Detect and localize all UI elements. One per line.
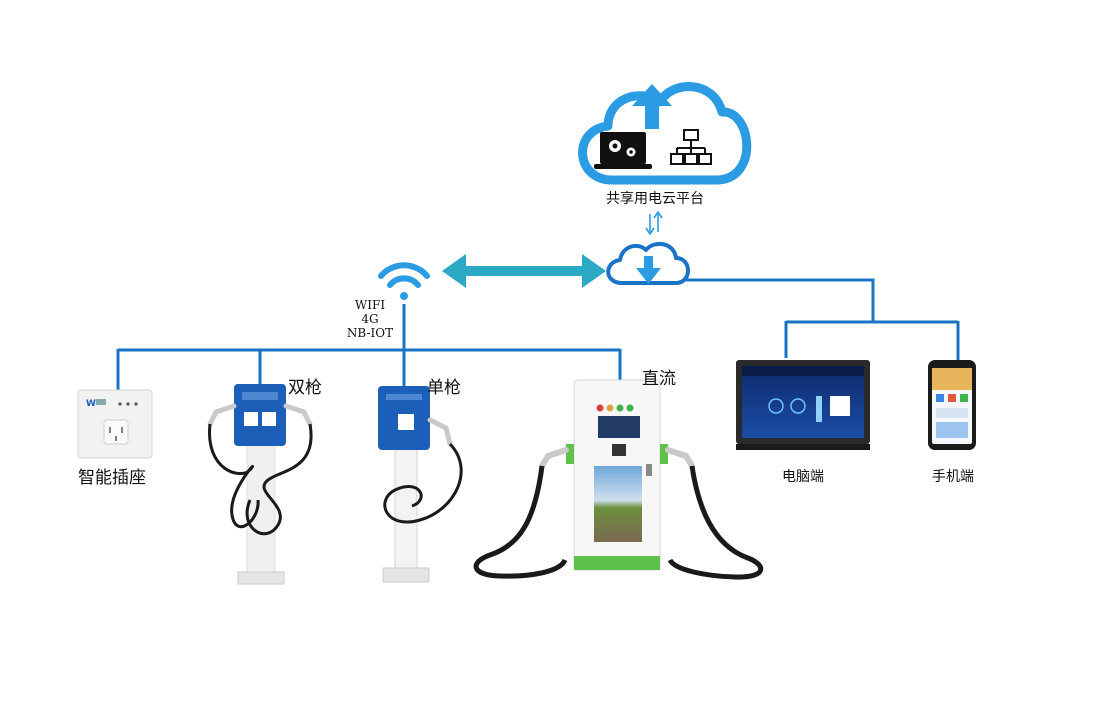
network-protocol-wifi: WIFI: [354, 298, 386, 312]
double-arrow-icon: [442, 254, 606, 288]
connection-lines: [116, 278, 960, 390]
network-protocol-nbiot: NB-IOT: [346, 326, 394, 340]
laptop-gears-icon: [594, 132, 652, 169]
upload-arrow-icon: [632, 84, 672, 129]
mobile-terminal-label: 手机端: [932, 469, 974, 485]
single-gun-charger-device: [378, 386, 463, 583]
smart-socket-device: W: [77, 389, 153, 459]
cloud-platform-label: 共享用电云平台: [606, 191, 704, 207]
single-gun-label: 单枪: [427, 378, 461, 398]
wifi-icon: [378, 262, 430, 300]
cloud-platform-icon: [578, 82, 752, 185]
pc-terminal-label: 电脑端: [782, 469, 824, 485]
network-protocol-4g: 4G: [361, 312, 379, 326]
dc-charger-label: 直流: [642, 369, 676, 389]
smart-socket-label: 智能插座: [78, 468, 146, 488]
dual-gun-label: 双枪: [288, 378, 322, 398]
pc-monitor-device: [736, 360, 870, 450]
svg-text:W: W: [86, 399, 96, 409]
dual-gun-charger-device: [207, 384, 313, 585]
network-tree-icon: [670, 129, 712, 165]
network-protocols-label: WIFI 4G NB-IOT: [344, 298, 396, 340]
mobile-phone-device: [928, 360, 976, 450]
dc-charger-device: [473, 379, 764, 580]
gateway-cloud-icon: [606, 241, 690, 285]
sync-arrows-icon: [645, 210, 663, 236]
